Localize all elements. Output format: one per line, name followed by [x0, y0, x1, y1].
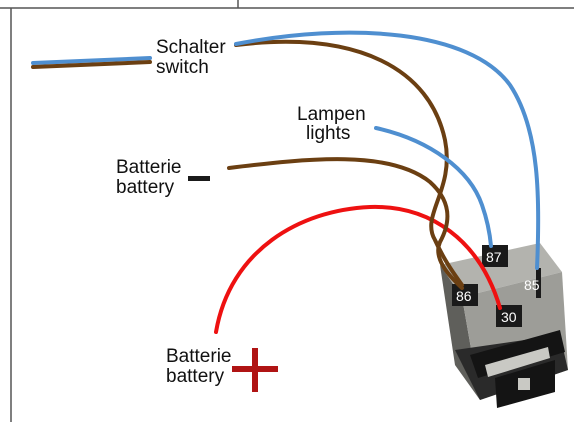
pin-86-label: 86 — [456, 288, 472, 304]
wire-blue-lights — [374, 126, 493, 248]
relay-top-face — [440, 243, 562, 297]
pin-30-label: 30 — [501, 309, 517, 325]
pin-85-blade — [536, 268, 541, 298]
wire-red-battery-positive — [214, 204, 502, 334]
battery-negative-label-de: Batterie — [116, 157, 181, 178]
switch-label-de: Schalter — [156, 37, 226, 58]
pin-85-label: 85 — [524, 277, 540, 293]
wire-brown-battery-negative — [227, 157, 464, 290]
wire-switch-lead-blue — [31, 56, 152, 65]
battery-negative-label-en: battery — [116, 177, 175, 198]
relay-slot — [485, 347, 550, 377]
battery-plus-icon-v — [252, 348, 258, 392]
pin-87-label: 87 — [486, 249, 502, 265]
battery-positive-label-en: battery — [166, 366, 225, 387]
pin-86 — [452, 284, 478, 306]
wire-switch-lead-brown — [31, 60, 152, 69]
wire-blue-switch — [234, 30, 541, 270]
battery-positive-label-de: Batterie — [166, 346, 231, 367]
pin-87 — [482, 245, 508, 267]
lights-label-de: Lampen — [297, 104, 366, 125]
lights-label-en: lights — [306, 123, 350, 144]
switch-label-en: switch — [156, 57, 209, 78]
pin-30 — [496, 305, 522, 327]
battery-minus-icon — [188, 176, 210, 181]
relay: 86 87 30 85 — [440, 243, 568, 408]
relay-foot-hole — [518, 378, 530, 390]
